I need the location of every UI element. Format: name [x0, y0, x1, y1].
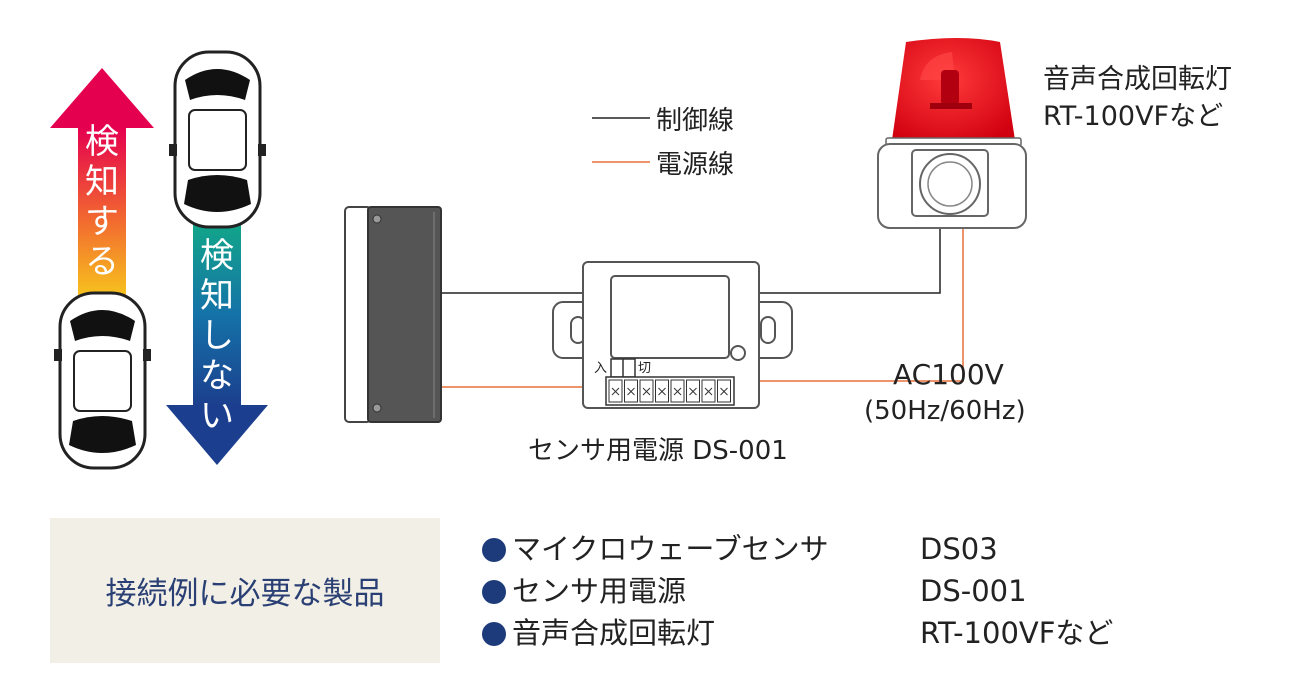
legend-control-label: 制御線: [656, 106, 735, 136]
products-panel: 接続例に必要な製品: [50, 518, 440, 663]
product-name: センサ用電源: [512, 574, 687, 608]
control-wire-right: [760, 228, 941, 294]
product-row: マイクロウェーブセンサ DS03: [482, 530, 1182, 572]
detect-label: 検 知 す る: [85, 122, 119, 282]
car-top-icon: [169, 50, 266, 229]
product-list: マイクロウェーブセンサ DS03 センサ用電源 DS-001 音声合成回転灯 R…: [482, 530, 1182, 656]
power-wire-lamp: [877, 228, 964, 382]
product-code: RT-100VFなど: [920, 616, 1114, 650]
legend-power-label: 電源線: [656, 150, 735, 180]
switch-on-label: 入: [594, 361, 608, 376]
product-name: マイクロウェーブセンサ: [512, 532, 829, 566]
switch-off-label: 切: [638, 361, 652, 376]
products-title: 接続例に必要な製品: [105, 576, 385, 612]
car-bottom-icon: [54, 291, 151, 470]
power-unit-device: [552, 261, 793, 409]
product-code: DS-001: [920, 574, 1027, 608]
product-code: DS03: [920, 532, 998, 566]
rotating-light-model: RT-100VFなど: [1043, 101, 1224, 132]
product-name: 音声合成回転灯: [512, 616, 716, 650]
bullet-icon: [482, 538, 506, 562]
product-row: センサ用電源 DS-001: [482, 572, 1182, 614]
no-detect-label: 検 知 し な い: [200, 236, 234, 436]
wires: [440, 228, 964, 388]
detect-arrow: [50, 68, 154, 298]
ac-voltage-label: AC100V: [893, 358, 1004, 391]
power-unit-label: センサ用電源 DS-001: [528, 436, 788, 466]
product-row: 音声合成回転灯 RT-100VFなど: [482, 614, 1182, 656]
microwave-sensor-device: [344, 206, 442, 423]
terminal-block: [605, 376, 735, 406]
bullet-icon: [482, 580, 506, 604]
ac-frequency-label: (50Hz/60Hz): [864, 396, 1026, 426]
bullet-icon: [482, 622, 506, 646]
rotating-light-device: [877, 38, 1027, 229]
no-detect-arrow: [166, 225, 268, 465]
rotating-light-name: 音声合成回転灯: [1043, 64, 1232, 95]
